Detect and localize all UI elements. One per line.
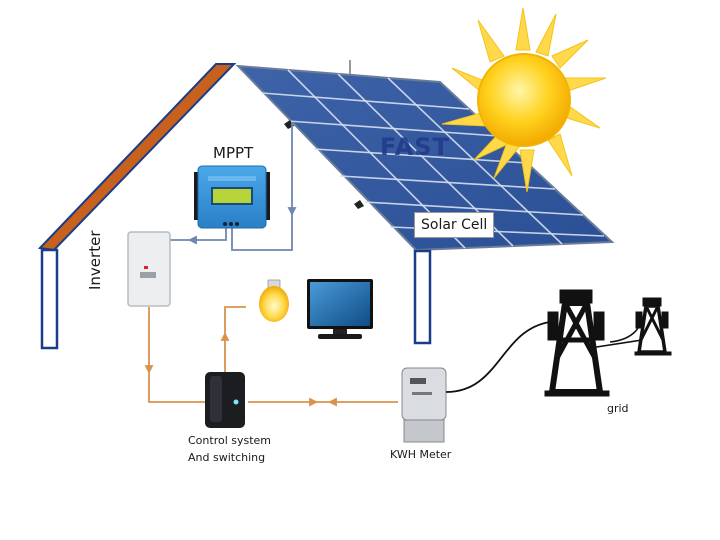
left-pillar — [40, 248, 59, 350]
sun-icon — [441, 7, 607, 193]
watermark-logo: FAST — [380, 133, 450, 161]
control-switch-box — [205, 372, 245, 428]
monitor-icon — [307, 279, 373, 339]
control-system-label: Control system And switching — [188, 432, 271, 466]
solar-panel-array — [235, 60, 615, 252]
light-bulb-icon — [259, 279, 289, 322]
dc-wiring — [170, 122, 297, 251]
kwh-meter-label: KWH Meter — [390, 448, 452, 461]
control-system-label-line2: And switching — [188, 451, 266, 464]
grid-tower-small-icon — [634, 297, 672, 356]
mppt-controller — [194, 165, 270, 229]
ac-wiring — [144, 306, 398, 407]
grid-label: grid — [607, 402, 629, 415]
kwh-meter-icon — [401, 367, 447, 443]
solar-cell-label: Solar Cell — [414, 212, 495, 238]
mppt-label: MPPT — [213, 144, 254, 162]
grid-tower-large-icon — [544, 289, 610, 397]
right-pillar — [413, 249, 432, 345]
control-system-label-line1: Control system — [188, 434, 272, 447]
inverter-label: Inverter — [86, 230, 104, 290]
inverter-unit — [127, 231, 171, 307]
grid-cable-3 — [589, 339, 643, 349]
grid-cable — [445, 321, 551, 393]
